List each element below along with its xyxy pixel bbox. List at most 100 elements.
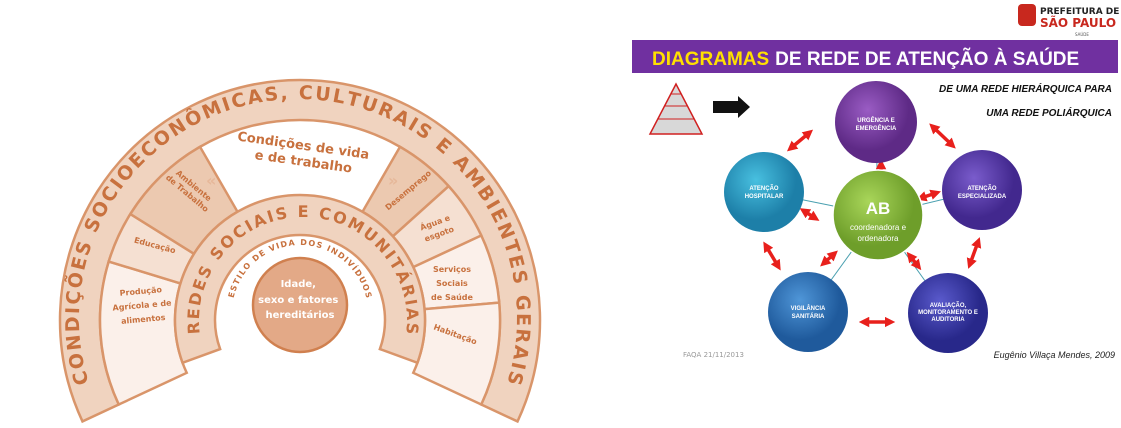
arc-glyph: I xyxy=(325,244,331,253)
arc-glyph: R xyxy=(397,282,419,299)
prefeitura-logo: PREFEITURA DE SÃO PAULO SAÚDE xyxy=(1018,4,1119,37)
arc-glyph: U xyxy=(314,83,332,107)
middle-band xyxy=(173,193,427,365)
svg-text:SAÚDE: SAÚDE xyxy=(1075,32,1089,37)
arc-glyph: R xyxy=(511,328,534,345)
core-circle xyxy=(251,256,349,354)
health-determinants-diagram: Idade, sexo e fatores hereditários Condi… xyxy=(58,78,542,424)
arc-glyph: C xyxy=(298,82,313,104)
arc-glyph: N xyxy=(329,246,339,257)
arc-glyph: T xyxy=(232,277,243,286)
arc-glyph: I xyxy=(275,241,281,250)
arc-glyph: V xyxy=(345,258,356,269)
pyramid-icon xyxy=(648,82,704,135)
arc-glyph: S xyxy=(263,83,279,106)
double-arrow-icon xyxy=(916,189,941,202)
arc-glyph: E xyxy=(257,248,266,259)
arc-glyph: E xyxy=(67,255,91,273)
arrow-right-icon xyxy=(713,96,750,118)
arc-glyph: O xyxy=(308,238,316,248)
arc-glyph: S xyxy=(274,203,289,224)
arc-glyph: O xyxy=(330,207,349,229)
sector-left-0 xyxy=(98,259,189,407)
subtitle-line-2: UMA REDE POLIÁRQUICA xyxy=(986,106,1112,119)
chevron-left-icon: « xyxy=(206,171,216,190)
sector-right-3 xyxy=(411,301,502,407)
sectors xyxy=(58,78,542,424)
arc-glyph: D xyxy=(185,291,206,308)
arc-glyph: D xyxy=(353,268,364,279)
arc-glyph: S xyxy=(507,268,531,285)
arc-glyph: , xyxy=(280,82,289,104)
svg-text:SÃO PAULO: SÃO PAULO xyxy=(1040,15,1116,30)
arc-glyph: I xyxy=(342,255,350,264)
arc-glyph: E xyxy=(298,202,309,221)
arc-glyph: Õ xyxy=(62,270,88,290)
chevron-right-icon: » xyxy=(388,171,398,190)
arc-glyph: E xyxy=(504,253,529,271)
arc-glyph: G xyxy=(511,294,534,311)
arc-glyph: C xyxy=(317,203,332,224)
arc-glyph: I xyxy=(401,298,421,307)
arc-glyph: D xyxy=(280,239,289,249)
double-arrow-icon xyxy=(763,241,781,271)
footer-date: FAQA 21/11/2013 xyxy=(683,351,744,359)
arc-glyph: I xyxy=(265,207,276,227)
arc-glyph: U xyxy=(357,275,368,285)
arc-glyph: S xyxy=(402,322,422,335)
double-arrow-icon xyxy=(929,123,956,149)
arc-glyph: A xyxy=(288,238,296,248)
title-bar xyxy=(632,40,1118,73)
arc-glyph: I xyxy=(62,307,84,315)
double-arrow-icon xyxy=(820,250,838,267)
arc-glyph: N xyxy=(492,219,518,242)
arc-glyph: I xyxy=(235,273,244,280)
arc-glyph: N xyxy=(63,334,87,352)
arc-glyph: A xyxy=(402,307,422,321)
arc-glyph: A xyxy=(508,344,532,362)
svg-text:AB: AB xyxy=(866,199,891,218)
arc-glyph: V xyxy=(268,243,278,254)
arc-glyph: D xyxy=(251,252,262,263)
arc-glyph: S xyxy=(502,369,527,388)
double-arrow-icon xyxy=(966,237,982,269)
arc-glyph: R xyxy=(184,321,204,335)
svg-text:PREFEITURA DE: PREFEITURA DE xyxy=(1040,7,1119,17)
arc-glyph: E xyxy=(512,313,534,326)
arc-glyph: T xyxy=(345,88,363,113)
arc-glyph: C xyxy=(229,89,248,114)
arc-glyph: Í xyxy=(350,263,360,272)
arc-glyph: E xyxy=(227,291,237,299)
double-arrow-icon xyxy=(786,129,814,152)
arc-glyph: S xyxy=(71,239,96,259)
arc-glyph: E xyxy=(184,308,204,320)
arc-glyph: O xyxy=(65,351,90,371)
arc-glyph: S xyxy=(229,284,240,293)
arc-glyph: I xyxy=(506,360,529,372)
arc-glyph: Ç xyxy=(62,290,85,306)
arc-glyph: S xyxy=(315,240,323,250)
living-conditions-label: Condições de vida e de trabalho xyxy=(234,130,374,180)
subtitle-line-1: DE UMA REDE HIERÁRQUICA PARA xyxy=(939,82,1112,95)
arc-glyph: D xyxy=(62,316,84,332)
arc-glyph: L xyxy=(237,268,247,277)
arc-glyph: D xyxy=(336,250,347,261)
double-arrow-icon xyxy=(799,208,820,221)
arc-glyph: S xyxy=(363,291,373,299)
